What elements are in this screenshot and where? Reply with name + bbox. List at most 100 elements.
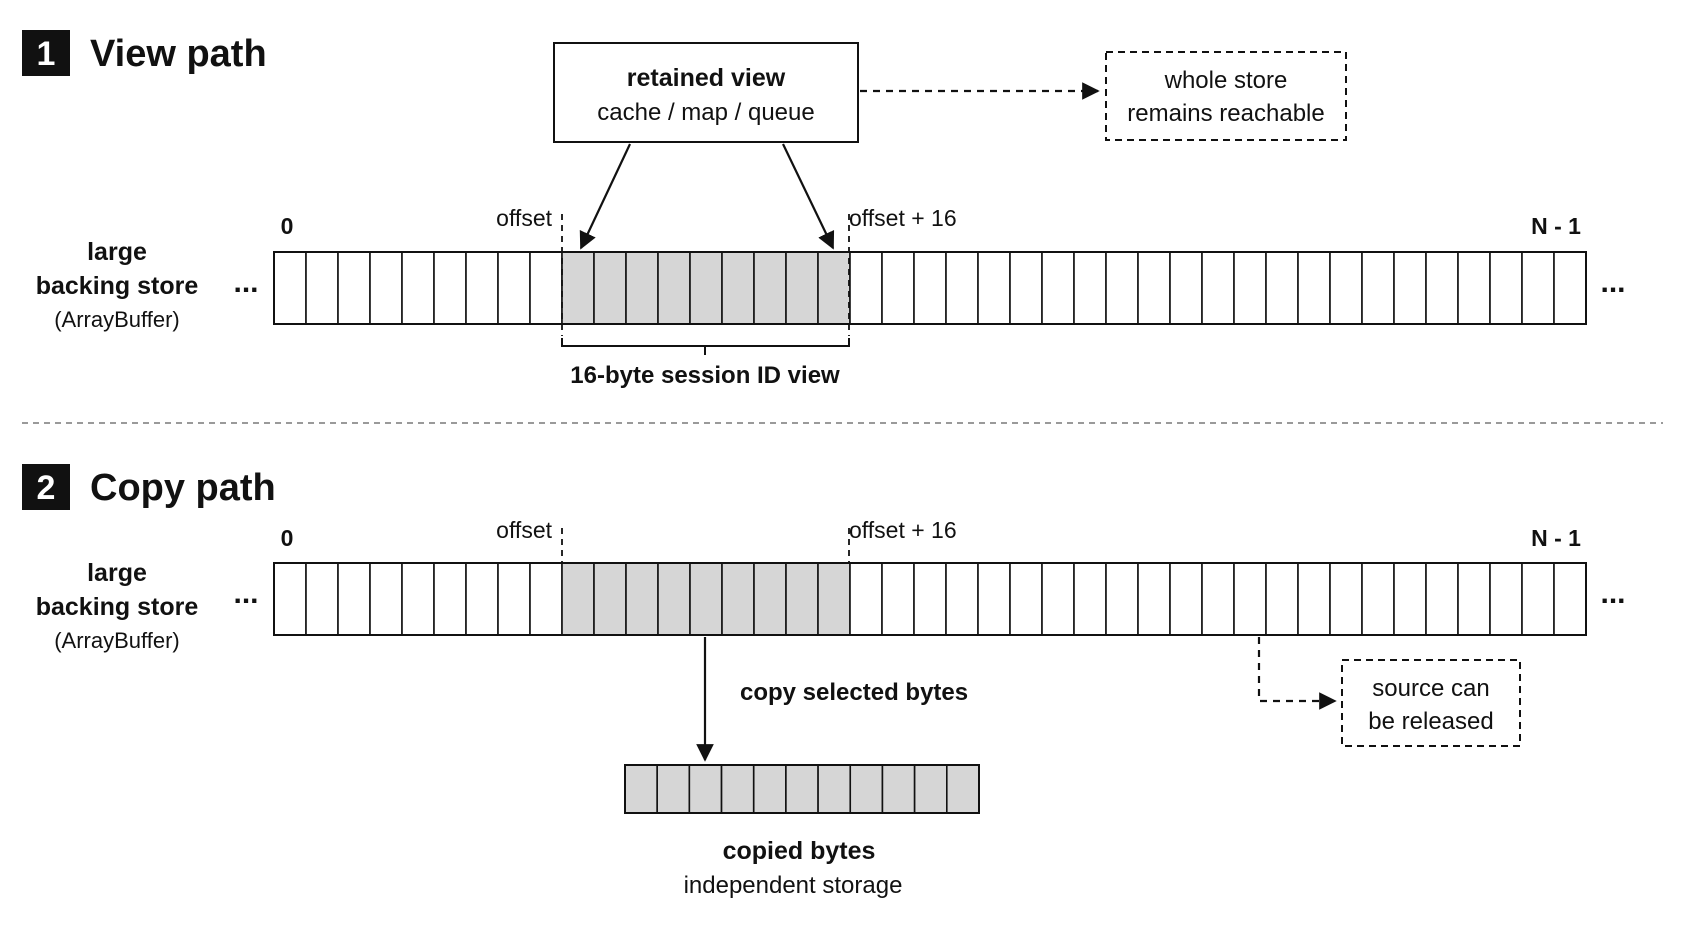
reachable-line-1: whole store: [1164, 67, 1288, 94]
byte-cell: [1073, 251, 1107, 325]
store-1-byte-cells: [273, 251, 1587, 325]
section-2-title: Copy path: [90, 467, 276, 509]
store-1-ellipsis-right: ...: [1600, 266, 1625, 299]
byte-cell: [529, 251, 563, 325]
byte-cell: [1009, 562, 1043, 636]
byte-cell: [1105, 251, 1139, 325]
store-2-label-line-2: backing store: [36, 593, 199, 621]
byte-cell: [881, 251, 915, 325]
view-start-arrow: [579, 143, 631, 250]
copied-byte-cell-selected: [785, 764, 819, 814]
byte-cell: [401, 562, 435, 636]
copied-byte-cell-selected: [913, 764, 948, 814]
copy-label: copy selected bytes: [740, 679, 968, 706]
store-2-ellipsis-left: ...: [233, 577, 258, 610]
copied-byte-cell-selected: [688, 764, 723, 814]
byte-cell: [913, 251, 947, 325]
section-copy-path: 2 Copy path large backing store (ArrayBu…: [22, 464, 1626, 899]
byte-cell: [369, 562, 403, 636]
byte-cell: [881, 562, 915, 636]
byte-cell: [1041, 251, 1075, 325]
copied-byte-cell-selected: [817, 764, 852, 814]
byte-cell: [945, 562, 979, 636]
store-1-sublabel: (ArrayBuffer): [54, 307, 180, 332]
byte-cell: [337, 251, 371, 325]
store-1-index-offset: offset: [496, 205, 552, 231]
byte-cell: [913, 562, 947, 636]
byte-cell-selected: [753, 251, 787, 325]
section-1-title: View path: [90, 33, 267, 75]
byte-cell: [273, 562, 307, 636]
byte-cell: [1169, 251, 1203, 325]
byte-cell-selected: [817, 562, 851, 636]
byte-cell-selected: [625, 562, 659, 636]
byte-cell-selected: [689, 562, 723, 636]
copied-byte-cell-selected: [656, 764, 691, 814]
byte-cell: [1233, 251, 1267, 325]
byte-cell-selected: [625, 251, 659, 325]
byte-cell: [1105, 562, 1139, 636]
released-note-box: [1341, 659, 1521, 747]
section-1-badge: [22, 30, 70, 76]
copied-byte-cell-selected: [849, 764, 884, 814]
byte-cell-selected: [561, 562, 595, 636]
reachable-line-2: remains reachable: [1127, 100, 1324, 127]
byte-cell: [1425, 251, 1459, 325]
byte-cell: [1457, 562, 1491, 636]
byte-cell: [849, 562, 883, 636]
byte-cell: [465, 562, 499, 636]
byte-cell: [1489, 251, 1523, 325]
byte-cell-selected: [721, 251, 755, 325]
byte-cell: [1329, 562, 1363, 636]
store-1-index-end: N - 1: [1531, 213, 1581, 239]
reachable-note-box: [1105, 51, 1347, 141]
store-2-ellipsis-right: ...: [1600, 577, 1625, 610]
byte-cell: [1393, 251, 1427, 325]
store-2-index-start: 0: [281, 525, 294, 551]
byte-cell-selected: [785, 562, 819, 636]
retained-view-title: retained view: [627, 64, 786, 92]
retained-view-subtitle: cache / map / queue: [597, 99, 814, 126]
store-1-outline: [273, 251, 1587, 325]
copied-byte-cell-selected: [720, 764, 755, 814]
byte-cell-selected: [753, 562, 787, 636]
byte-cell: [1073, 562, 1107, 636]
byte-cell: [945, 251, 979, 325]
store-2-index-offset-end: offset + 16: [849, 517, 957, 543]
byte-cell: [1457, 251, 1491, 325]
released-line-1: source can: [1372, 675, 1489, 702]
store-2-sublabel: (ArrayBuffer): [54, 628, 180, 653]
view-end-arrow: [782, 143, 835, 250]
byte-cell: [1201, 251, 1235, 325]
byte-cell: [1201, 562, 1235, 636]
byte-cell: [273, 251, 307, 325]
store-2-label-line-1: large: [87, 559, 147, 587]
byte-cell-selected: [817, 251, 851, 325]
copied-bytes-title: copied bytes: [723, 837, 876, 865]
byte-cell: [1553, 251, 1587, 325]
byte-cell: [1297, 251, 1331, 325]
byte-cell: [497, 562, 531, 636]
byte-cell: [1297, 562, 1331, 636]
byte-cell: [1361, 562, 1395, 636]
byte-cell: [529, 562, 563, 636]
section-1-number: 1: [37, 35, 56, 73]
byte-cell: [1265, 251, 1299, 325]
byte-cell: [1137, 562, 1171, 636]
release-arrow: [1257, 637, 1337, 710]
byte-cell: [977, 562, 1011, 636]
byte-cell-selected: [561, 251, 595, 325]
store-1-ellipsis-left: ...: [233, 266, 258, 299]
byte-cell: [1169, 562, 1203, 636]
released-line-2: be released: [1368, 708, 1493, 735]
store-1-label-line-2: backing store: [36, 272, 199, 300]
copied-byte-cells: [624, 764, 980, 814]
store-2-index-end: N - 1: [1531, 525, 1581, 551]
byte-cell: [465, 251, 499, 325]
store-2-outline: [273, 562, 1587, 636]
byte-cell: [1265, 562, 1299, 636]
section-2-number: 2: [37, 469, 56, 507]
store-2-index-offset: offset: [496, 517, 552, 543]
byte-cell: [305, 251, 339, 325]
